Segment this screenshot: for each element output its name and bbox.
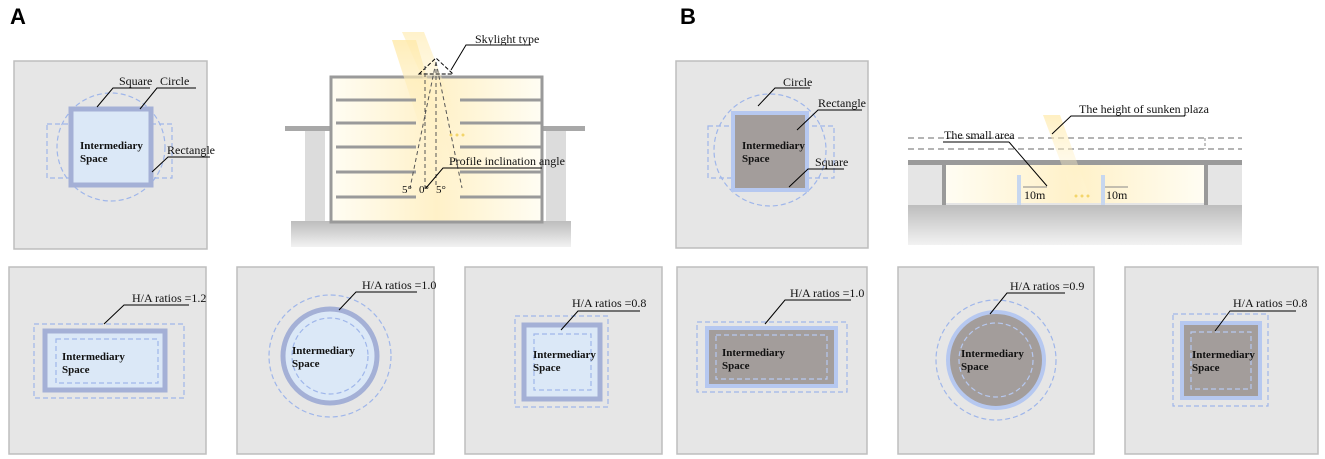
- bottom-b1-space-line1: Intermediary: [722, 347, 785, 359]
- bottom-b2-space-line2: Space: [961, 361, 989, 373]
- bottom-a3-space-line2: Space: [533, 362, 561, 374]
- bottom-b2-space-line1: Intermediary: [961, 348, 1024, 360]
- plan-a-square-label: Square: [119, 74, 152, 88]
- bottom-b1-plan: Intermediary Space H/A ratios =1.0: [676, 266, 868, 455]
- section-a-profile-label: Profile inclination angle: [449, 154, 565, 168]
- plan-a-circle-label: Circle: [160, 74, 189, 88]
- top-b-plan: Intermediary Space Circle Rectangle Squa…: [675, 60, 869, 249]
- plan-b-space-line1: Intermediary: [742, 140, 805, 152]
- bottom-a1-space-line1: Intermediary: [62, 351, 125, 363]
- plan-b-square-label: Square: [815, 155, 848, 169]
- bottom-b2-ratio-label: H/A ratios =0.9: [1010, 279, 1084, 293]
- bottom-b3-space-line1: Intermediary: [1192, 349, 1255, 361]
- panel-b-label: B: [680, 4, 696, 29]
- section-b-height-label: The height of sunken plaza: [1079, 102, 1210, 116]
- bottom-a2-ratio-label: H/A ratios =1.0: [362, 278, 436, 292]
- bottom-a1-plan: Intermediary Space H/A ratios =1.2: [8, 266, 207, 455]
- bottom-a2-plan: Intermediary Space H/A ratios =1.0: [236, 266, 436, 455]
- bottom-b3-ratio-label: H/A ratios =0.8: [1233, 296, 1307, 310]
- bottom-a1-space-line2: Space: [62, 364, 90, 376]
- section-a-angle-left: 5°: [402, 184, 412, 196]
- section-a-angle-mid: 0°: [419, 184, 429, 196]
- bottom-b1-ratio-label: H/A ratios =1.0: [790, 286, 864, 300]
- section-a-angle-right: 5°: [436, 184, 446, 196]
- bottom-a2-space-line2: Space: [292, 358, 320, 370]
- plan-a-rectangle-label: Rectangle: [167, 143, 215, 157]
- section-b-dim-right: 10m: [1106, 188, 1128, 202]
- bottom-a1-ratio-label: H/A ratios =1.2: [132, 291, 206, 305]
- top-a-plan: Intermediary Space Square Circle Rectang…: [13, 60, 215, 250]
- bottom-b3-space-line2: Space: [1192, 362, 1220, 374]
- bottom-a2-space-line1: Intermediary: [292, 345, 355, 357]
- section-b-dim-left: 10m: [1024, 188, 1046, 202]
- space-label-line2: Space: [80, 153, 108, 165]
- plan-b-rectangle-label: Rectangle: [818, 96, 866, 110]
- section-b-small-area-label: The small area: [944, 128, 1015, 142]
- plan-b-space-line2: Space: [742, 153, 770, 165]
- bottom-b1-space-line2: Space: [722, 360, 750, 372]
- bottom-a3-ratio-label: H/A ratios =0.8: [572, 296, 646, 310]
- panel-a-label: A: [10, 4, 26, 29]
- bottom-a3-space-line1: Intermediary: [533, 349, 596, 361]
- bottom-b3-plan: Intermediary Space H/A ratios =0.8: [1124, 266, 1319, 455]
- bottom-a3-plan: Intermediary Space H/A ratios =0.8: [464, 266, 663, 455]
- section-a-skylight-label: Skylight type: [475, 32, 539, 46]
- top-b-section: The small area The height of sunken plaz…: [908, 102, 1242, 245]
- plan-b-circle-label: Circle: [783, 75, 812, 89]
- space-label-line1: Intermediary: [80, 140, 143, 152]
- top-a-section: Skylight type Profile inclination angle …: [285, 32, 585, 247]
- bottom-b2-plan: Intermediary Space H/A ratios =0.9: [897, 266, 1095, 455]
